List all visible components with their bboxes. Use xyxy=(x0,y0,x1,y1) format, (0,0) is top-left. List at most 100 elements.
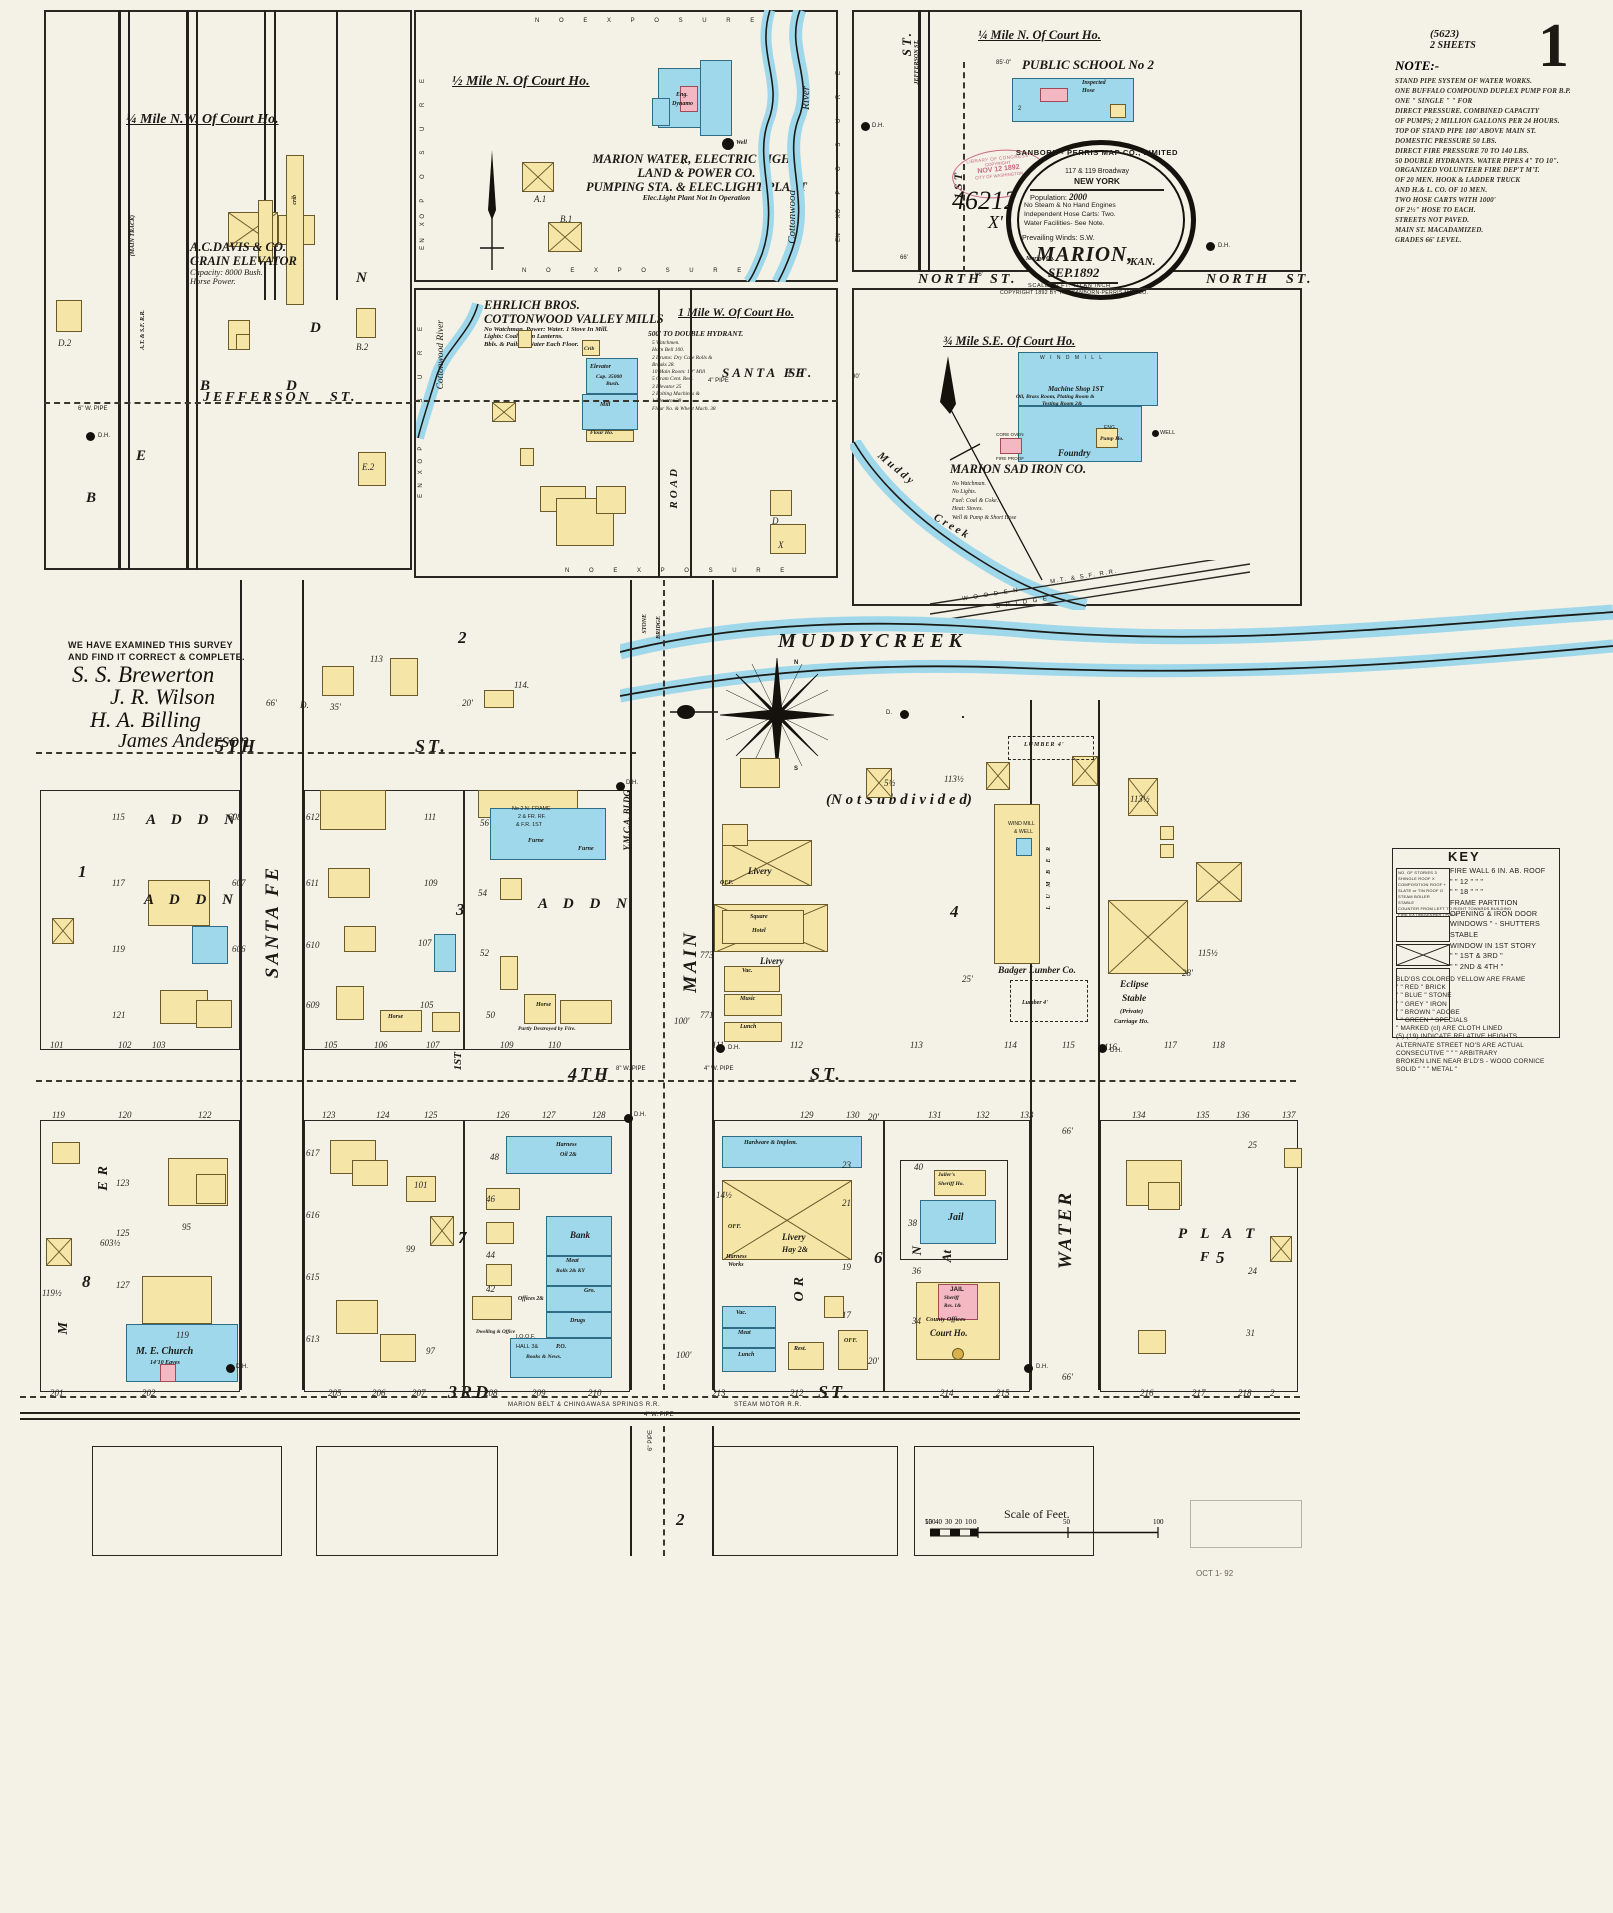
lot-number: 207 xyxy=(412,1388,426,1398)
sheet-number: 1 xyxy=(1538,12,1569,80)
bridge-label-stone-2: BRIDGE xyxy=(656,616,662,640)
street-label-north-st: ST. xyxy=(990,272,1018,287)
lot-number: 613 xyxy=(306,1334,320,1344)
street-label-water: WATER xyxy=(1055,1190,1076,1270)
scale-tick: 50 xyxy=(925,1518,932,1526)
street-label-5th-st: ST. xyxy=(415,736,448,756)
lot-number: 117 xyxy=(1164,1040,1177,1050)
books-news-label: Books & News. xyxy=(526,1354,562,1360)
school-story-count: 2 xyxy=(1018,106,1022,112)
note-line: DIRECT FIRE PRESSURE 70 TO 140 LBS. xyxy=(1395,146,1529,155)
lot-number: 125 xyxy=(424,1110,438,1120)
city-block-6b xyxy=(884,1120,1030,1392)
office-label-3: OFF. xyxy=(844,1338,858,1344)
key-left-row: NO. OF STORIES 3 xyxy=(1398,870,1437,875)
building-machine-shop xyxy=(1018,352,1158,406)
hydrant-icon xyxy=(1024,1364,1033,1373)
church-label: M. E. Church xyxy=(136,1346,194,1357)
lot-number: 115 xyxy=(112,812,125,822)
street-label-north: NORTH xyxy=(918,272,982,287)
seal-divider xyxy=(1030,189,1164,191)
lot-number: 119½ xyxy=(42,1288,62,1298)
city-block-1 xyxy=(40,790,240,1050)
ioof-label: I.O.O.F. xyxy=(516,1334,536,1340)
street-label-3rd-st: ST. xyxy=(818,1382,851,1402)
survey-signature: H. A. Billing xyxy=(90,707,201,732)
facility-line: COTTONWOOD VALLEY MILLS xyxy=(484,312,664,326)
lot-number: 612 xyxy=(306,812,320,822)
street-label-1st-vert: ST. xyxy=(899,30,914,57)
river-label-cottonwood-mill: Cottonwood River xyxy=(436,320,446,390)
ymca-note: & F.R. 1ST xyxy=(516,822,543,828)
building-hotel xyxy=(722,910,804,944)
lot-number: 609 xyxy=(306,1000,320,1010)
key-symbol-panel xyxy=(1396,868,1450,914)
lot-number: 123 xyxy=(322,1110,336,1120)
hydrant-icon xyxy=(1206,242,1215,251)
hotel-label-2: Hotel xyxy=(752,928,766,934)
block-number: 1 xyxy=(78,862,87,881)
office-label-2: OFF. xyxy=(728,1224,742,1230)
street-edge-main-bottom-2 xyxy=(712,1426,714,1556)
building-pump-wing xyxy=(652,98,670,126)
building-lot xyxy=(1160,844,1174,858)
distance-header-nw: ¼ Mile N.W. Of Court Ho. xyxy=(126,112,279,127)
building-id: E.2 xyxy=(362,462,375,472)
note-line: TOP OF STAND PIPE 180' ABOVE MAIN ST. xyxy=(1395,126,1537,135)
key-color-row: " " RED " BRICK xyxy=(1396,984,1446,992)
key-left-row: STEAM BOILER xyxy=(1398,894,1430,899)
lot-number: 54 xyxy=(478,888,487,898)
footer-archive-mark: OCT 1- 92 xyxy=(1196,1569,1234,1578)
street-edge-main-2 xyxy=(712,580,714,1390)
building-lunch xyxy=(724,1022,782,1042)
street-label-4th: 4TH xyxy=(568,1064,611,1084)
hydrant-icon xyxy=(226,1364,235,1373)
block-letter: A D D N xyxy=(538,896,633,912)
lot-number: 107 xyxy=(418,938,432,948)
lot-number: 20' xyxy=(868,1112,879,1122)
dynamo-label: Dynamo xyxy=(672,101,693,107)
lot-number: 215 xyxy=(996,1388,1010,1398)
building-small xyxy=(770,490,792,516)
building-lot xyxy=(322,666,354,696)
block-number-footer: 2 xyxy=(676,1510,685,1529)
seal-date: SEP.1892 xyxy=(1048,265,1100,280)
shingle-roof-x-icon xyxy=(723,841,811,886)
street-line xyxy=(196,10,198,570)
survey-statement-line2: AND FIND IT CORRECT & COMPLETE. xyxy=(68,652,245,662)
shingle-roof-x-icon xyxy=(53,919,73,943)
building-pumping-annex xyxy=(700,60,732,136)
machine-shop-label: Machine Shop 1ST xyxy=(1048,385,1104,393)
key-color-rows: BLD'GS COLORED YELLOW ARE FRAME" " RED "… xyxy=(1396,976,1545,1074)
lot-number: 132 xyxy=(976,1110,990,1120)
restaurant-label: Rest. xyxy=(794,1346,807,1352)
distance-label: 20' xyxy=(462,698,473,708)
lot-number: 119 xyxy=(112,944,125,954)
distance-label: 25' xyxy=(962,974,973,984)
shingle-roof-x-icon xyxy=(47,1239,71,1265)
lot-number: 5½ xyxy=(884,778,896,788)
city-block-bottom xyxy=(914,1446,1094,1556)
street-label-4th-st: ST. xyxy=(810,1064,843,1084)
building-a1 xyxy=(682,162,684,164)
block-number: 3 xyxy=(456,900,465,919)
lot-number: 48 xyxy=(490,1152,499,1162)
lot-number: 205 xyxy=(328,1388,342,1398)
street-label-5th: 5TH xyxy=(215,736,258,756)
distance-label: 100' xyxy=(676,1350,692,1360)
block-letter: ER xyxy=(96,1160,111,1191)
lot-number: 24 xyxy=(1248,1266,1257,1276)
catalog-number: (5623) xyxy=(1430,28,1460,40)
windmill-label-2: WIND MILL xyxy=(1008,821,1035,827)
lot-number: 119 xyxy=(52,1110,65,1120)
railroad-label: A.T. & S.F. R.R. xyxy=(140,310,146,350)
lot-number: 34 xyxy=(912,1316,921,1326)
facility-line: Horse Power. xyxy=(190,277,236,287)
building-small xyxy=(770,524,806,554)
key-left-row: SHINGLE ROOF X xyxy=(1398,876,1435,881)
lot-number: 121 xyxy=(112,1010,126,1020)
building-crib xyxy=(582,340,600,356)
street-line xyxy=(336,10,338,300)
sad-iron-line: No Lights. xyxy=(952,489,977,496)
